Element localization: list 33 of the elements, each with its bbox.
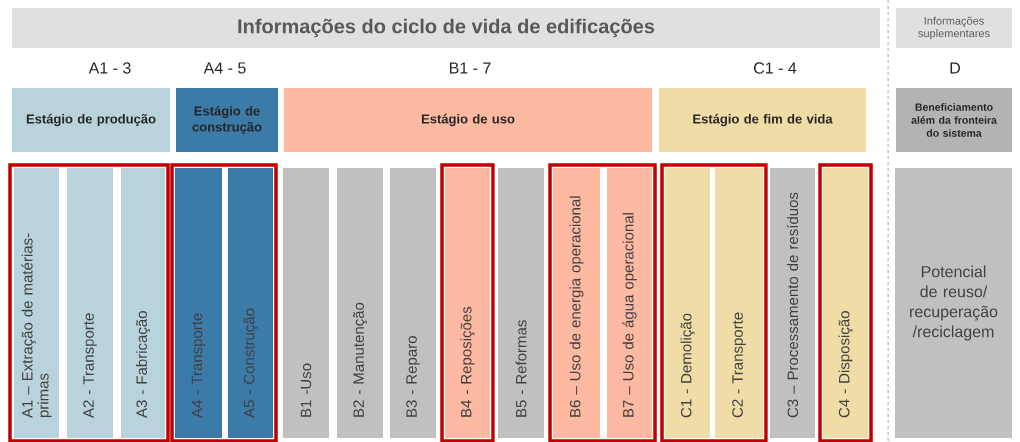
section-label: D [950,62,960,74]
module-column: A2 - Transporte [67,168,113,438]
stage-band: Estágio de uso [284,88,652,152]
stage-band: Estágio de fim de vida [659,88,866,152]
module-column: A5 - Construção [228,168,273,438]
module-column: B7 – Uso de água operacional [607,168,652,438]
highlight-frame [170,163,278,442]
section-label: A1 - 3 [88,62,131,74]
module-column: Potencial de reuso/ recuperação /reciclagem [895,168,1012,438]
section-label: C1 - 4 [754,62,797,74]
module-column: C4 - Disposição [823,168,868,438]
stage-band: Beneficiamento além da fronteira do sistema [896,88,1012,152]
stage-band: Estágio de produção [12,88,170,152]
module-column: A4 - Transporte [175,168,222,438]
module-column: A1 – Extração de matérias-primas [14,168,59,438]
module-column: C1 - Demolição [665,168,710,438]
module-column: B6 – Uso de energia operacional [553,168,600,438]
module-column: B3 - Reparo [390,168,436,438]
stage-band: Estágio de construção [176,88,278,152]
section-label: A4 - 5 [203,62,246,74]
module-column: C3 – Processamento de resíduos [770,168,815,438]
highlight-frame [660,163,768,442]
module-column: C2 - Transporte [715,168,763,438]
module-column: B4 - Reposições [445,168,490,438]
header-box: Informações suplementares [896,8,1012,48]
title-banner: Informações do ciclo de vida de edificações [12,8,880,48]
section-label: B1 - 7 [450,62,491,74]
highlight-frame [8,163,170,442]
module-column: B2 - Manutenção [337,168,383,438]
module-column: B1 -Uso [283,168,329,438]
highlight-frame [548,163,657,442]
module-column: B5 - Reformas [498,168,544,438]
module-column: A3 - Fabricação [121,168,165,438]
